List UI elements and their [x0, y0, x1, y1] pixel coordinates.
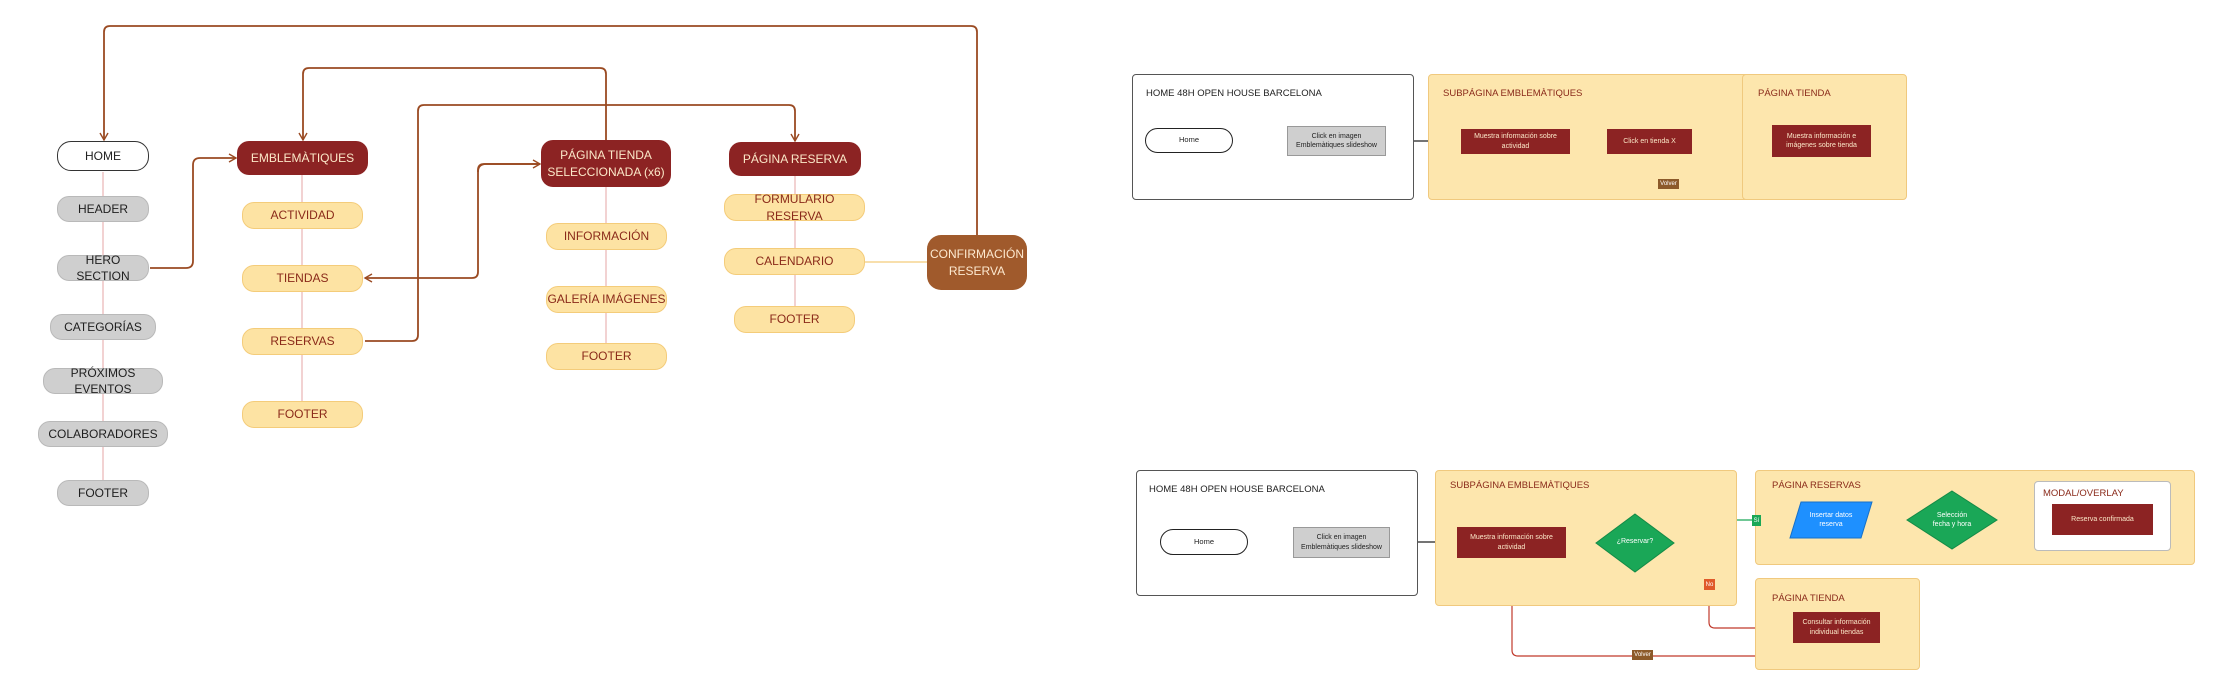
- emblematiques-section-actividad[interactable]: ACTIVIDAD: [242, 202, 363, 229]
- flow1-click-slideshow[interactable]: Click en imagen Emblemàtiques slideshow: [1287, 126, 1386, 156]
- flow2-no-tag: No: [1704, 579, 1715, 590]
- home-section-hero[interactable]: HERO SECTION: [57, 253, 149, 283]
- flow2-reserva-confirmada[interactable]: Reserva confirmada: [2052, 504, 2153, 535]
- flow2-tienda-frame-title: PÁGINA TIENDA: [1772, 593, 1845, 604]
- flow2-insertar-datos-shape[interactable]: [1789, 501, 1873, 539]
- flow1-tienda-frame: [1742, 74, 1907, 200]
- flow2-modal-frame-title: MODAL/OVERLAY: [2043, 488, 2124, 499]
- flow2-reservar-label: ¿Reservar?: [1616, 538, 1654, 546]
- tienda-section-informacion[interactable]: INFORMACIÓN: [546, 223, 667, 250]
- flow2-reservar-decision[interactable]: [1594, 512, 1676, 574]
- flow2-insertar-label: Insertar datos reserva: [1809, 511, 1853, 528]
- confirmacion-reserva-node[interactable]: CONFIRMACIÓN RESERVA: [927, 235, 1027, 290]
- flow2-reservas-frame-title: PÁGINA RESERVAS: [1772, 480, 1861, 491]
- emblematiques-section-tiendas[interactable]: TIENDAS: [242, 265, 363, 292]
- home-section-categorias[interactable]: CATEGORÍAS: [50, 314, 156, 340]
- flow1-volver-tag: Volver: [1658, 179, 1679, 189]
- home-section-colaboradores[interactable]: COLABORADORES: [38, 421, 168, 447]
- pagina-reserva-node[interactable]: PÁGINA RESERVA: [729, 142, 861, 176]
- flow2-click-slideshow[interactable]: Click en imagen Emblemàtiques slideshow: [1293, 527, 1390, 558]
- flow2-muestra-actividad[interactable]: Muestra información sobre actividad: [1457, 527, 1566, 558]
- flow1-home-start[interactable]: Home: [1145, 128, 1233, 153]
- sitemap-spines: [102, 170, 796, 485]
- flow2-subpagina-frame-title: SUBPÁGINA EMBLEMÀTIQUES: [1450, 480, 1590, 491]
- pagina-tienda-node[interactable]: PÁGINA TIENDA SELECCIONADA (x6): [541, 140, 671, 187]
- home-section-footer[interactable]: FOOTER: [57, 480, 149, 506]
- reserva-section-calendario[interactable]: CALENDARIO: [724, 248, 865, 275]
- home-section-header[interactable]: HEADER: [57, 196, 149, 222]
- home-section-proximos-eventos[interactable]: PRÓXIMOS EVENTOS: [43, 366, 163, 396]
- flow2-volver-tag: Volver: [1632, 650, 1653, 660]
- reserva-section-formulario[interactable]: FORMULARIO RESERVA: [724, 192, 865, 223]
- sitemap-connectors: [99, 25, 978, 342]
- tiendas-to-tienda-arrow: [477, 159, 542, 173]
- flow2-seleccion-decision[interactable]: [1906, 490, 1998, 550]
- flow1-home-frame-title: HOME 48H OPEN HOUSE BARCELONA: [1146, 88, 1322, 99]
- flow1-subpagina-frame-title: SUBPÁGINA EMBLEMÀTIQUES: [1443, 88, 1583, 99]
- flow1-tienda-frame-title: PÁGINA TIENDA: [1758, 88, 1831, 99]
- emblematiques-section-reservas[interactable]: RESERVAS: [242, 328, 363, 355]
- flow2-home-start[interactable]: Home: [1160, 529, 1248, 555]
- flow1-click-tienda[interactable]: Click en tienda X: [1607, 129, 1692, 154]
- flow1-muestra-tienda[interactable]: Muestra información e imágenes sobre tie…: [1772, 125, 1871, 157]
- reserva-section-footer[interactable]: FOOTER: [734, 306, 855, 333]
- flow1-muestra-actividad[interactable]: Muestra información sobre actividad: [1461, 129, 1570, 154]
- flow2-consultar-tiendas[interactable]: Consultar información individual tiendas: [1793, 612, 1880, 643]
- tienda-section-galeria[interactable]: GALERÍA IMÁGENES: [546, 286, 667, 313]
- emblematiques-section-footer[interactable]: FOOTER: [242, 401, 363, 428]
- tienda-section-footer[interactable]: FOOTER: [546, 343, 667, 370]
- flow2-seleccion-label: Selección fecha y hora: [1932, 511, 1972, 528]
- flow2-yes-tag: Sí: [1752, 515, 1761, 526]
- flow2-home-frame-title: HOME 48H OPEN HOUSE BARCELONA: [1149, 484, 1325, 495]
- home-node[interactable]: HOME: [57, 141, 149, 171]
- emblematiques-node[interactable]: EMBLEMÀTIQUES: [237, 141, 368, 175]
